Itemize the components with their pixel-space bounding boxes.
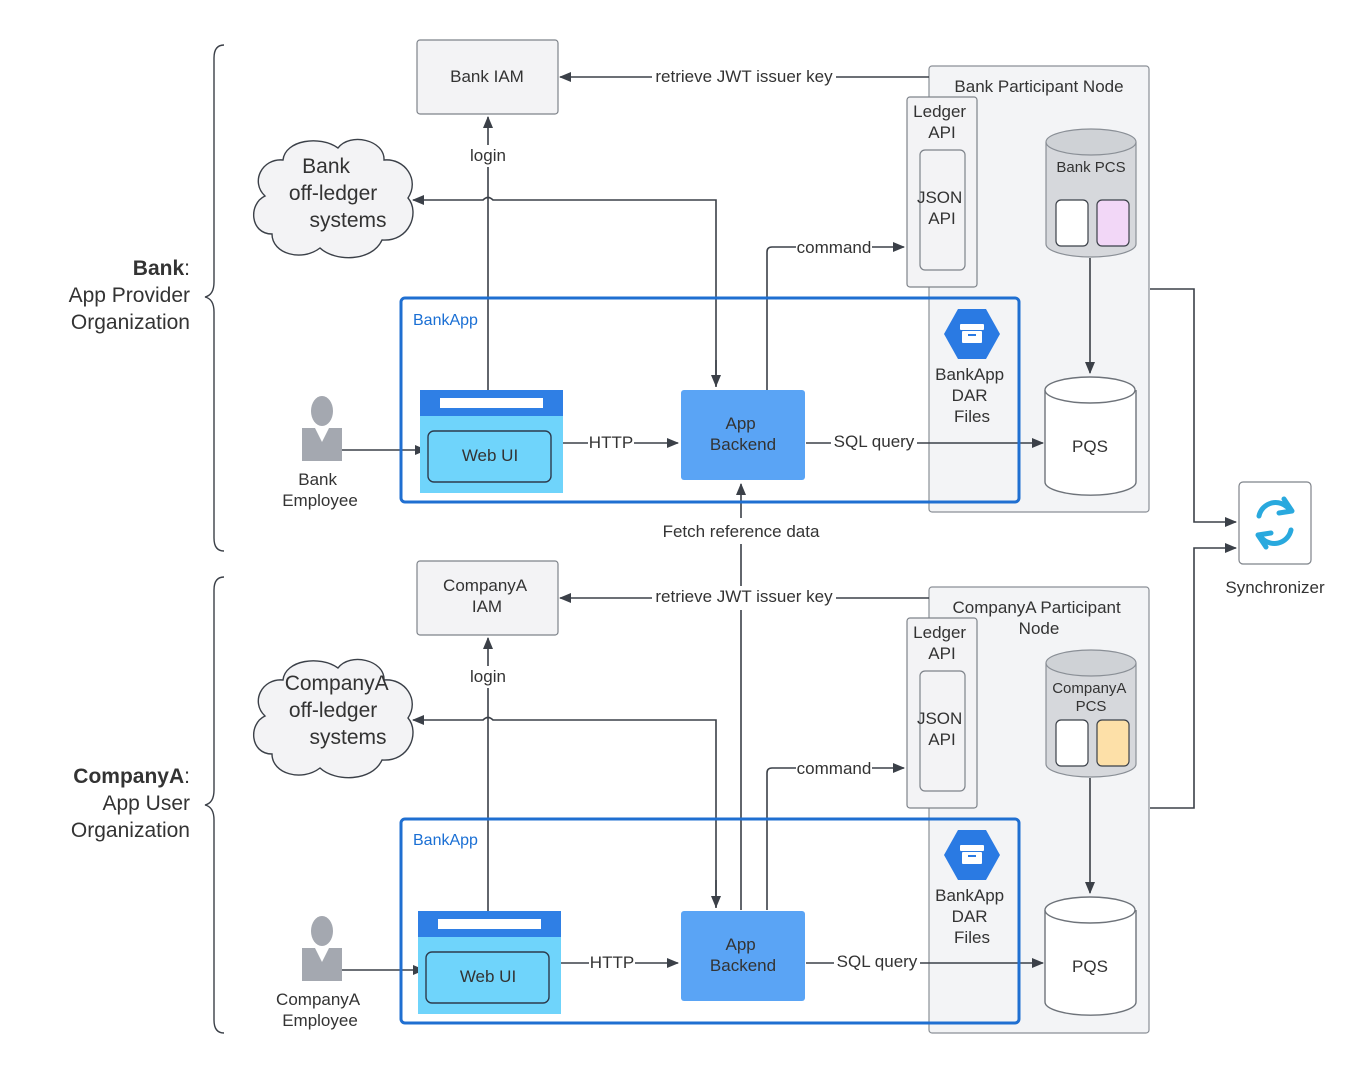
bank-web-ui[interactable]: Web UI xyxy=(420,390,563,493)
svg-text:Bank IAM: Bank IAM xyxy=(450,67,524,86)
companya-app-backend[interactable]: App Backend xyxy=(681,911,805,1001)
org-label-companya: CompanyA: App User Organization xyxy=(71,765,190,842)
svg-text:CompanyA IAM: CompanyA IAM xyxy=(443,576,531,616)
bank-ledger-api[interactable]: Ledger API JSON API xyxy=(906,96,978,288)
sync-link-companya xyxy=(1150,543,1237,809)
companya-sql-label: SQL query xyxy=(837,952,918,971)
bank-participant-node-title: Bank Participant Node xyxy=(954,77,1123,96)
companya-web-ui[interactable]: Web UI xyxy=(418,911,561,1014)
bank-pqs-label: PQS xyxy=(1072,437,1108,456)
cloud-shape xyxy=(252,658,414,779)
archive-icon xyxy=(960,845,984,864)
bank-app-frame-label: BankApp xyxy=(413,312,478,329)
companya-dar-files[interactable]: BankApp DAR Files xyxy=(935,830,1009,947)
companya-pcs-contract-1 xyxy=(1055,719,1089,767)
svg-text:Bank off-ledger sy: Bank off-ledger systems xyxy=(289,155,387,232)
companya-command-label: command xyxy=(797,759,872,778)
svg-text:Ledger API: Ledger API xyxy=(913,102,971,142)
svg-text:JSON API: JSON API xyxy=(917,188,967,228)
bank-web-ui-label: Web UI xyxy=(462,446,518,465)
svg-text:App Backend: App Backend xyxy=(710,935,776,975)
bank-pcs-contract-1 xyxy=(1055,199,1089,247)
companya-offledger-edge xyxy=(412,715,717,908)
companya-pqs[interactable]: PQS xyxy=(1044,896,1137,1016)
companya-pqs-label: PQS xyxy=(1072,957,1108,976)
companya-pcs-contract-2 xyxy=(1096,719,1130,767)
companya-jwt-label: retrieve JWT issuer key xyxy=(655,587,833,606)
bank-sql-label: SQL query xyxy=(834,432,915,451)
svg-text:CompanyA:: CompanyA: xyxy=(73,765,190,788)
bank-offledger-edge xyxy=(412,195,717,387)
svg-text:App Backend: App Backend xyxy=(710,414,776,454)
sync-link-bank xyxy=(1150,288,1237,527)
companya-app-frame-label: BankApp xyxy=(413,832,478,849)
companya-command-edge xyxy=(766,763,905,910)
bank-dar-files[interactable]: BankApp DAR Files xyxy=(935,309,1009,426)
org-companya-role-1: App User xyxy=(102,792,190,815)
brace-bank xyxy=(204,44,225,552)
bank-pqs[interactable]: PQS xyxy=(1044,376,1137,496)
bank-json-api[interactable] xyxy=(919,149,966,271)
bank-pcs[interactable]: Bank PCS xyxy=(1045,128,1137,258)
fetch-reference-label: Fetch reference data xyxy=(663,522,820,541)
bank-employee: Bank Employee xyxy=(282,396,358,510)
bank-login-label: login xyxy=(470,146,506,165)
cloud-shape xyxy=(252,138,414,259)
person-icon xyxy=(302,916,342,981)
org-companya-role-2: Organization xyxy=(71,819,190,842)
bank-iam[interactable]: Bank IAM xyxy=(416,39,559,115)
svg-text:CompanyA Employee: CompanyA Employee xyxy=(276,990,364,1030)
bank-app-backend[interactable]: App Backend xyxy=(681,390,805,480)
org-companya-name: CompanyA xyxy=(73,765,184,788)
svg-text:Bank Employee: Bank Employee xyxy=(282,470,358,510)
bank-offledger-systems[interactable]: Bank off-ledger systems xyxy=(252,138,414,259)
bank-command-label: command xyxy=(797,238,872,257)
bank-iam-label: Bank IAM xyxy=(450,67,524,86)
companya-pcs[interactable]: CompanyA PCS xyxy=(1045,649,1137,778)
companya-json-api[interactable] xyxy=(919,670,966,792)
person-icon xyxy=(302,396,342,461)
sync-icon xyxy=(1255,496,1295,550)
companya-http-label: HTTP xyxy=(590,953,634,972)
brace-companya xyxy=(204,576,225,1034)
companya-ledger-api[interactable]: Ledger API JSON API xyxy=(906,617,978,809)
org-bank-role-1: App Provider xyxy=(69,284,190,307)
companya-app-frame xyxy=(399,817,1021,1025)
svg-text:JSON API: JSON API xyxy=(917,709,967,749)
archive-icon xyxy=(960,324,984,343)
svg-text:BankApp DAR Files: BankApp DAR Files xyxy=(935,365,1009,426)
org-bank-name: Bank xyxy=(133,257,185,280)
companya-iam-label: CompanyA xyxy=(443,576,528,595)
companya-iam[interactable]: CompanyA IAM xyxy=(416,560,559,636)
svg-text:BankApp DAR Files: BankApp DAR Files xyxy=(935,886,1009,947)
synchronizer-label: Synchronizer xyxy=(1225,578,1325,597)
svg-text:Ledger API: Ledger API xyxy=(913,623,971,663)
companya-pcs-label: CompanyA xyxy=(1052,680,1126,697)
bank-command-edge xyxy=(766,242,905,390)
org-bank-role-2: Organization xyxy=(71,311,190,334)
svg-text:Bank:: Bank: xyxy=(133,257,190,280)
bank-jwt-label: retrieve JWT issuer key xyxy=(655,67,833,86)
companya-login-label: login xyxy=(470,667,506,686)
org-label-bank: Bank: App Provider Organization xyxy=(69,257,190,334)
svg-text:CompanyA off-ledger: CompanyA off-ledger systems xyxy=(285,672,394,749)
companya-web-ui-label: Web UI xyxy=(460,967,516,986)
companya-offledger-systems[interactable]: CompanyA off-ledger systems xyxy=(252,658,414,779)
svg-text:Bank PCS: Bank PCS xyxy=(1056,159,1125,176)
companya-employee: CompanyA Employee xyxy=(276,916,364,1030)
bank-pcs-contract-2 xyxy=(1096,199,1130,247)
companya-participant-node-title: CompanyA Participant Node xyxy=(953,598,1126,638)
bank-app-frame xyxy=(399,296,1021,504)
bank-http-label: HTTP xyxy=(589,433,633,452)
synchronizer[interactable]: Synchronizer xyxy=(1225,481,1325,597)
svg-text:CompanyA PCS: CompanyA PCS xyxy=(1052,680,1130,715)
bank-pcs-label: Bank PCS xyxy=(1056,159,1125,176)
